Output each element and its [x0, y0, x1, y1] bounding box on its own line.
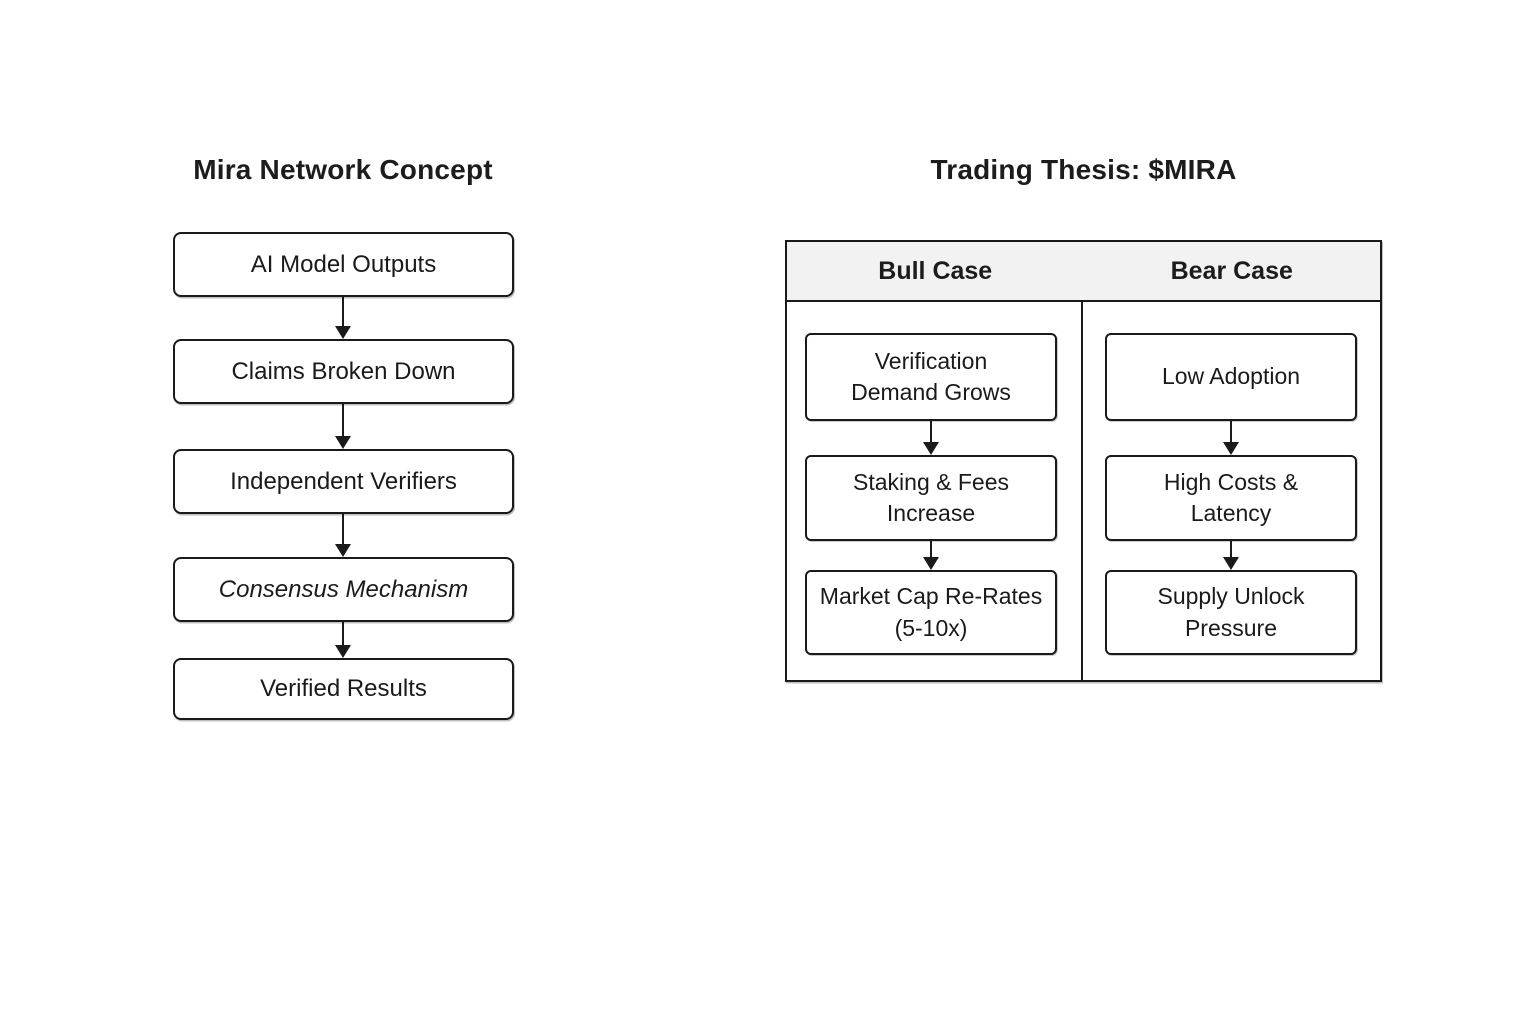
flow-node-verified-results: Verified Results	[173, 658, 514, 720]
flow-node-label: AI Model Outputs	[250, 250, 437, 278]
flow-node-claims-broken-down: Claims Broken Down	[173, 339, 514, 404]
arrow-head-icon	[335, 544, 351, 557]
header-bear-case: Bear Case	[1170, 256, 1293, 285]
bull-node-staking-fees: Staking & Fees Increase	[805, 455, 1057, 541]
right-diagram-title: Trading Thesis: $MIRA	[930, 154, 1237, 185]
arrow-shaft	[1230, 421, 1232, 444]
bear-node-low-adoption: Low Adoption	[1105, 333, 1357, 421]
bear-node-high-costs-latency: High Costs & Latency	[1105, 455, 1357, 541]
flow-arrow	[334, 404, 352, 449]
flow-node-label: Independent Verifiers	[230, 467, 457, 495]
flow-arrow	[334, 622, 352, 658]
flow-arrow	[334, 297, 352, 339]
arrow-head-icon	[923, 557, 939, 570]
arrow-shaft	[342, 514, 344, 546]
arrow-shaft	[930, 541, 932, 559]
bull-node-verification-demand: Verification Demand Grows	[805, 333, 1057, 421]
bull-node-market-cap-rerates: Market Cap Re-Rates (5-10x)	[805, 570, 1057, 655]
flow-arrow	[1222, 541, 1240, 570]
arrow-head-icon	[335, 645, 351, 658]
column-divider	[1081, 242, 1083, 680]
arrow-head-icon	[923, 442, 939, 455]
arrow-head-icon	[335, 326, 351, 339]
flow-node-label: Claims Broken Down	[231, 357, 456, 385]
bear-node-supply-unlock: Supply Unlock Pressure	[1105, 570, 1357, 655]
arrow-shaft	[342, 622, 344, 647]
left-diagram-title: Mira Network Concept	[193, 154, 493, 185]
table-node-label: High Costs & Latency	[1163, 468, 1299, 526]
arrow-shaft	[930, 421, 932, 444]
flow-arrow	[922, 541, 940, 570]
flow-arrow	[922, 421, 940, 455]
arrow-head-icon	[1223, 557, 1239, 570]
flow-node-label: Consensus Mechanism	[218, 575, 469, 603]
flow-arrow	[1222, 421, 1240, 455]
arrow-head-icon	[1223, 442, 1239, 455]
flow-node-independent-verifiers: Independent Verifiers	[173, 449, 514, 514]
arrow-shaft	[1230, 541, 1232, 559]
flow-node-ai-model-outputs: AI Model Outputs	[173, 232, 514, 297]
table-node-label: Low Adoption	[1161, 363, 1301, 390]
table-node-label: Supply Unlock Pressure	[1157, 583, 1305, 641]
arrow-shaft	[342, 297, 344, 328]
arrow-head-icon	[335, 436, 351, 449]
header-bull-case: Bull Case	[878, 256, 993, 285]
table-node-label: Market Cap Re-Rates (5-10x)	[819, 583, 1043, 641]
table-header-row: Bull Case Bear Case	[787, 242, 1380, 302]
table-node-label: Staking & Fees Increase	[853, 468, 1009, 526]
flow-node-label: Verified Results	[260, 675, 427, 703]
flow-arrow	[334, 514, 352, 557]
flow-node-consensus-mechanism: Consensus Mechanism	[173, 557, 514, 622]
table-node-label: Verification Demand Grows	[851, 347, 1011, 405]
arrow-shaft	[342, 404, 344, 438]
